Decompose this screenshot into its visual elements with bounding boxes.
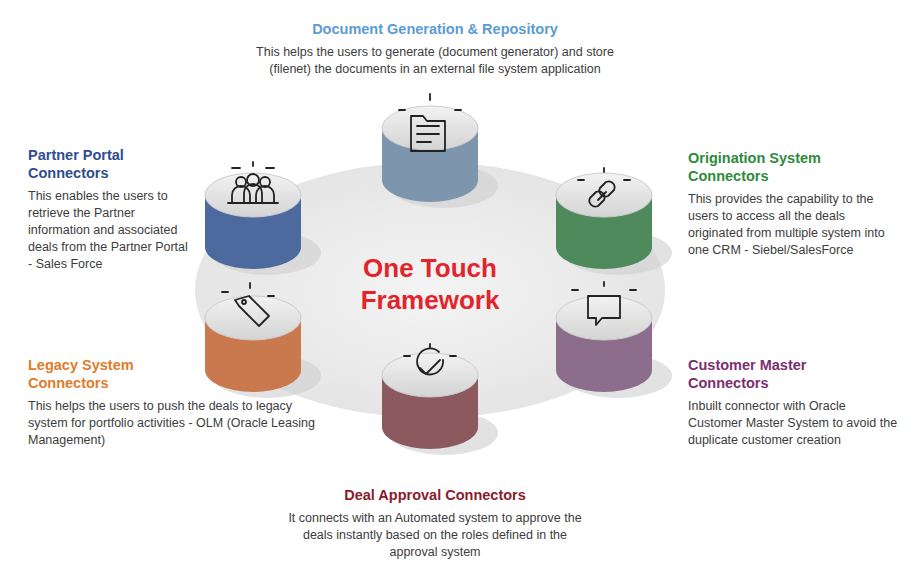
module-description: This helps the users to push the deals t… (28, 398, 328, 449)
framework-title: One Touch Framework (310, 252, 550, 316)
module-heading: Partner Portal Connectors (28, 146, 188, 182)
module-description: Inbuilt connector with Oracle Customer M… (688, 398, 903, 449)
module-heading: Origination System Connectors (688, 149, 888, 185)
connector-module: Origination System ConnectorsThis provid… (688, 149, 903, 259)
icons (222, 94, 636, 374)
module-heading: Customer Master Connectors (688, 356, 888, 392)
module-description: It connects with an Automated system to … (280, 510, 590, 561)
cylinder-top (382, 106, 478, 150)
module-description: This helps the users to generate (docume… (250, 44, 620, 78)
connector-module: Partner Portal ConnectorsThis enables th… (28, 146, 188, 273)
cylinder-top (205, 296, 301, 340)
module-heading: Legacy System Connectors (28, 356, 188, 392)
connector-module: Document Generation & RepositoryThis hel… (250, 20, 620, 78)
module-description: This provides the capability to the user… (688, 191, 903, 259)
cylinder-top (556, 173, 652, 217)
connector-module: Legacy System ConnectorsThis helps the u… (28, 356, 328, 449)
connector-module: Customer Master ConnectorsInbuilt connec… (688, 356, 903, 449)
cylinder-top (205, 173, 301, 217)
module-heading: Deal Approval Connectors (280, 486, 590, 504)
module-heading: Document Generation & Repository (250, 20, 620, 38)
cylinder-top (556, 296, 652, 340)
connector-module: Deal Approval Connectors It connects with… (280, 486, 590, 561)
module-description: This enables the users to retrieve the P… (28, 188, 188, 273)
